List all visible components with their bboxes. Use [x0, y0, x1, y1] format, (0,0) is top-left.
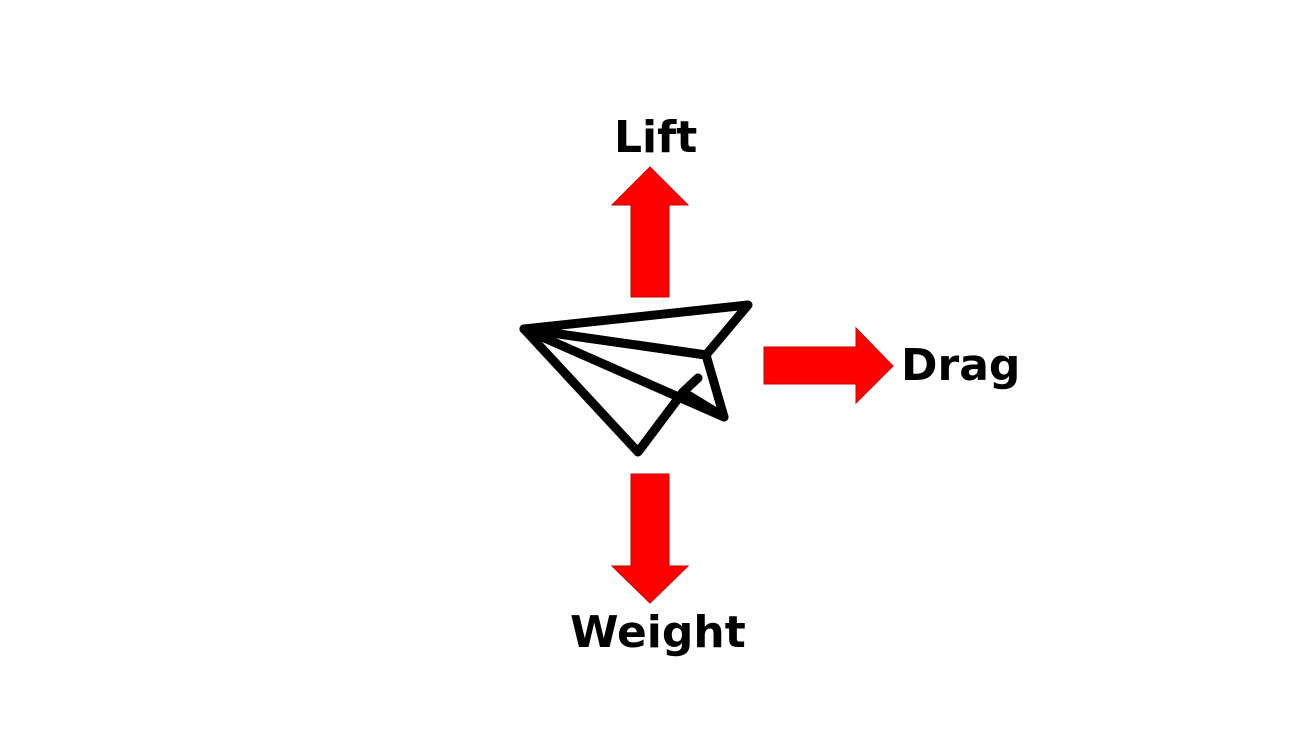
drag-label: Drag — [901, 340, 1021, 391]
weight-arrow — [610, 473, 690, 604]
drag-arrow — [763, 326, 894, 405]
paper-airplane-icon — [519, 300, 753, 457]
weight-label: Weight — [570, 607, 746, 658]
lift-label: Lift — [614, 112, 698, 163]
lift-arrow — [610, 166, 690, 298]
